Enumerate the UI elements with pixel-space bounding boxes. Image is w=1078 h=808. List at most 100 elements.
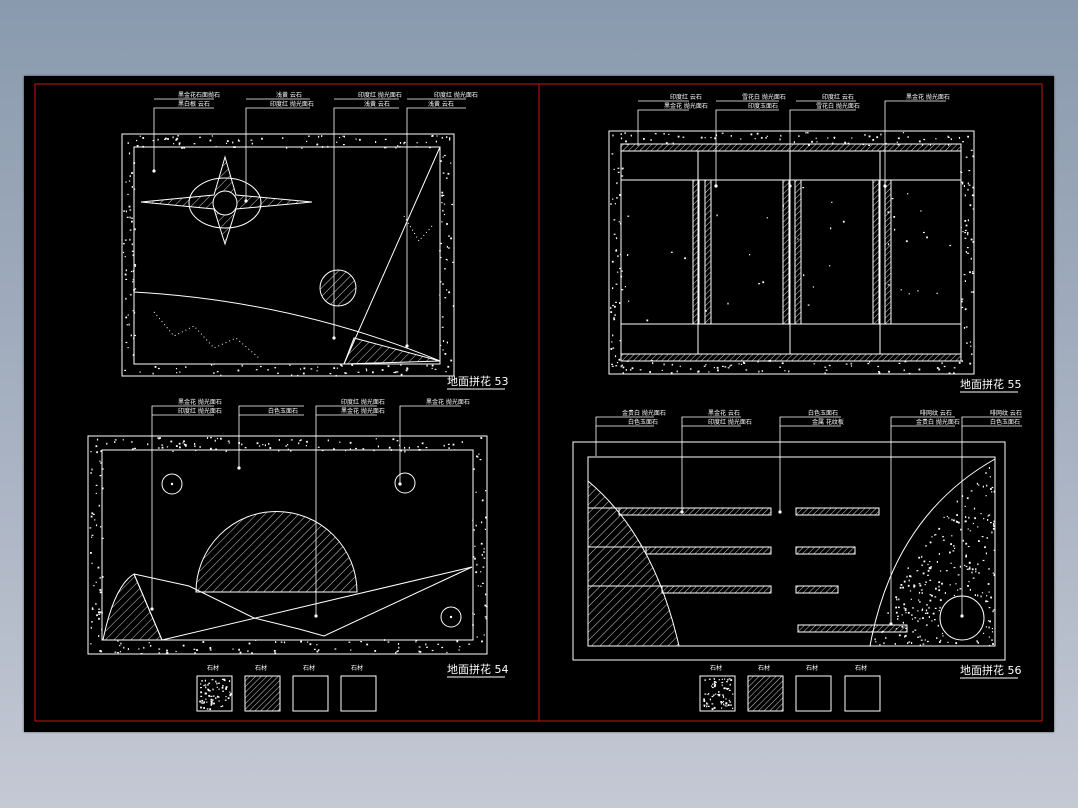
speckle-dot <box>350 649 352 651</box>
speckle-dot <box>908 372 911 375</box>
speckle-dot <box>448 235 450 237</box>
hatched-bar-1 <box>618 507 772 516</box>
speckle-dot <box>476 636 478 638</box>
speckle-dot <box>730 704 732 706</box>
speckle-dot <box>143 646 145 649</box>
speckle-dot <box>131 217 133 219</box>
speckle-dot <box>972 577 975 579</box>
hatched-bar-7 <box>797 624 908 633</box>
panel-56-leaders <box>595 416 1022 626</box>
speckle-dot <box>901 625 904 628</box>
speckle-dot <box>480 585 482 587</box>
speckle-dot <box>720 701 723 703</box>
speckle-dot <box>621 175 624 177</box>
speckle-dot <box>845 363 848 365</box>
speckle-dot <box>125 210 127 213</box>
speckle-dot <box>781 362 784 365</box>
speckle-dot <box>408 446 410 449</box>
speckle-dot <box>476 563 478 566</box>
hatched-bar-4 <box>795 546 856 555</box>
panel-54-label-5: 黑金花 抛光面石 <box>341 407 385 415</box>
speckle-dot <box>172 136 174 139</box>
speckle-dot <box>929 579 932 581</box>
speckle-dot <box>918 368 921 371</box>
speckle-dot <box>336 141 338 143</box>
speckle-dot <box>887 612 889 614</box>
legend-right-swatch-hatch <box>747 675 784 712</box>
speckle-dot <box>161 444 164 446</box>
speckle-dot <box>935 138 937 140</box>
speckle-dot <box>627 215 630 217</box>
speckle-dot <box>993 573 995 576</box>
speckle-dot <box>704 137 706 139</box>
speckle-dot <box>211 135 213 137</box>
speckle-dot <box>182 644 185 647</box>
speckle-dot <box>980 513 982 515</box>
speckle-dot <box>484 604 487 607</box>
speckle-dot <box>472 624 474 626</box>
speckled-right-arc-region <box>869 458 996 647</box>
speckle-dot <box>302 372 305 375</box>
speckle-dot <box>481 499 484 502</box>
speckle-dot <box>124 273 127 276</box>
speckle-dot <box>959 565 961 568</box>
speckle-dot <box>340 363 342 366</box>
speckle-dot <box>962 231 964 233</box>
speckle-dot <box>119 645 121 647</box>
hatched-left-arc-region <box>587 479 680 647</box>
speckle-dot <box>953 545 955 547</box>
speckle-dot <box>913 584 915 586</box>
speckle-dot <box>333 367 336 369</box>
speckle-dot <box>381 369 384 371</box>
speckle-dot <box>449 138 451 141</box>
speckle-dot <box>434 368 437 370</box>
legend-right-label-4: 石材 <box>855 664 867 672</box>
speckle-dot <box>447 172 450 175</box>
speckle-dot <box>95 603 97 605</box>
panel-54-label-4: 印度红 抛光面石 <box>341 398 385 406</box>
speckle-dot <box>935 534 937 536</box>
speckle-dot <box>184 444 187 446</box>
speckle-dot <box>125 341 128 344</box>
speckle-dot <box>130 270 133 273</box>
speckle-dot <box>95 484 98 486</box>
speckle-dot <box>237 139 240 142</box>
speckle-dot <box>125 181 127 183</box>
speckle-dot <box>452 443 455 446</box>
speckle-dot <box>947 136 950 138</box>
speckle-dot <box>480 437 483 439</box>
speckle-dot <box>985 495 987 497</box>
speckle-dot <box>711 708 714 710</box>
speckle-dot <box>718 694 721 697</box>
speckle-dot <box>610 348 613 350</box>
panel-53-label-3: 浅黄 云石 <box>276 91 302 99</box>
speckle-dot <box>833 136 836 138</box>
speckle-dot <box>729 365 731 367</box>
speckle-dot <box>210 698 213 700</box>
speckle-dot <box>925 545 927 547</box>
speckle-dot <box>968 170 971 172</box>
speckle-dot <box>472 519 474 521</box>
speckle-dot <box>611 341 613 343</box>
speckle-dot <box>968 581 970 583</box>
panel-56-label-6: 金属 花纹板 <box>812 418 844 426</box>
speckle-dot <box>99 591 102 594</box>
speckle-dot <box>95 524 98 527</box>
speckle-dot <box>711 703 714 705</box>
panel-55-leaders <box>637 100 946 188</box>
speckle-dot <box>968 567 971 570</box>
speckle-dot <box>200 702 203 704</box>
speckle-dot <box>728 699 730 702</box>
speckle-dot <box>969 204 972 207</box>
hatched-column-1b <box>704 179 712 325</box>
speckle-dot <box>722 700 725 703</box>
speckle-dot <box>210 703 213 705</box>
speckle-dot <box>441 316 444 318</box>
speckle-dot <box>613 318 616 321</box>
speckle-dot <box>176 137 179 140</box>
speckle-dot <box>303 367 306 370</box>
hatched-bar-6 <box>795 585 839 594</box>
speckle-dot <box>989 476 991 478</box>
speckle-dot <box>120 642 122 645</box>
speckle-dot <box>925 581 927 583</box>
